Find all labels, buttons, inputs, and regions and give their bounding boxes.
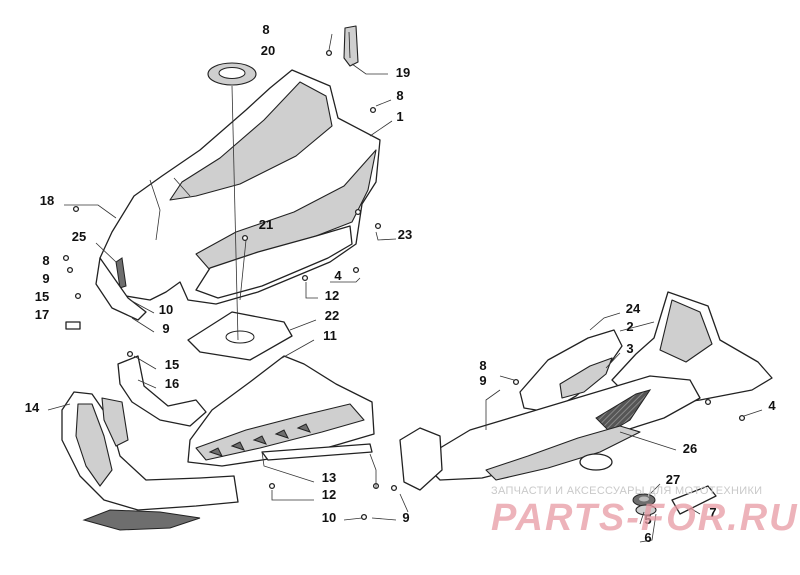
- part-bracket-19: [343, 25, 359, 67]
- leader-lines: [47, 33, 763, 543]
- callout-c18: 18: [40, 193, 54, 208]
- callout-c19: 19: [396, 65, 410, 80]
- callout-c27: 27: [666, 472, 680, 487]
- callout-c22: 22: [325, 308, 339, 323]
- callout-c16: 16: [165, 376, 179, 391]
- callout-c14: 14: [25, 400, 40, 415]
- callout-c23: 23: [398, 227, 412, 242]
- fasteners: [62, 49, 746, 521]
- callout-c13: 13: [322, 470, 336, 485]
- callout-c9-lower: 9: [479, 373, 486, 388]
- callout-c25: 25: [72, 229, 86, 244]
- callout-c6: 6: [644, 530, 651, 545]
- callout-c8-left: 8: [42, 253, 49, 268]
- callout-c17: 17: [35, 307, 49, 322]
- callout-c2: 2: [626, 319, 633, 334]
- callout-c3: 3: [626, 341, 633, 356]
- callout-c8-right: 8: [396, 88, 403, 103]
- callout-c20: 20: [261, 43, 275, 58]
- part-nose-bumper-14: [61, 391, 239, 531]
- part-hardware-5-6: [635, 504, 657, 516]
- callout-c12-bottom: 12: [322, 487, 336, 502]
- callout-c26: 26: [683, 441, 697, 456]
- callout-c4-right: 4: [768, 398, 776, 413]
- part-bracket-16: [117, 355, 207, 427]
- callout-c21: 21: [259, 217, 273, 232]
- part-ring-20: [207, 62, 257, 86]
- part-plate-22: [187, 311, 293, 361]
- callout-c4-top: 4: [334, 268, 342, 283]
- callout-c24: 24: [626, 301, 641, 316]
- callout-c8-lower: 8: [479, 358, 486, 373]
- watermark-brand: PARTS-FOR.RU: [491, 497, 799, 539]
- callout-c15-left: 15: [35, 289, 49, 304]
- part-tunnel-3: [399, 375, 701, 491]
- callout-c7: 7: [709, 505, 716, 520]
- part-belly-pan-11: [187, 355, 375, 467]
- callout-c15-mid: 15: [165, 357, 179, 372]
- callout-c9-mid: 9: [162, 321, 169, 336]
- callout-c5: 5: [644, 512, 651, 527]
- callout-c10-bottom: 10: [322, 510, 336, 525]
- callout-c1: 1: [396, 109, 403, 124]
- callout-c8-top: 8: [262, 22, 269, 37]
- callout-c9-left: 9: [42, 271, 49, 286]
- callout-c12-top: 12: [325, 288, 339, 303]
- callout-c9-bottom: 9: [402, 510, 409, 525]
- callout-c11: 11: [323, 328, 337, 343]
- part-plate-7: [671, 485, 717, 515]
- part-hardware-27: [632, 493, 656, 507]
- part-upper-body-1: [95, 69, 381, 321]
- watermark: ЗАПЧАСТИ И АКСЕССУАРЫ ДЛЯ МОТОТЕХНИКИ PA…: [491, 485, 799, 539]
- callout-c10-left: 10: [159, 302, 173, 317]
- watermark-tagline: ЗАПЧАСТИ И АКСЕССУАРЫ ДЛЯ МОТОТЕХНИКИ: [491, 485, 762, 497]
